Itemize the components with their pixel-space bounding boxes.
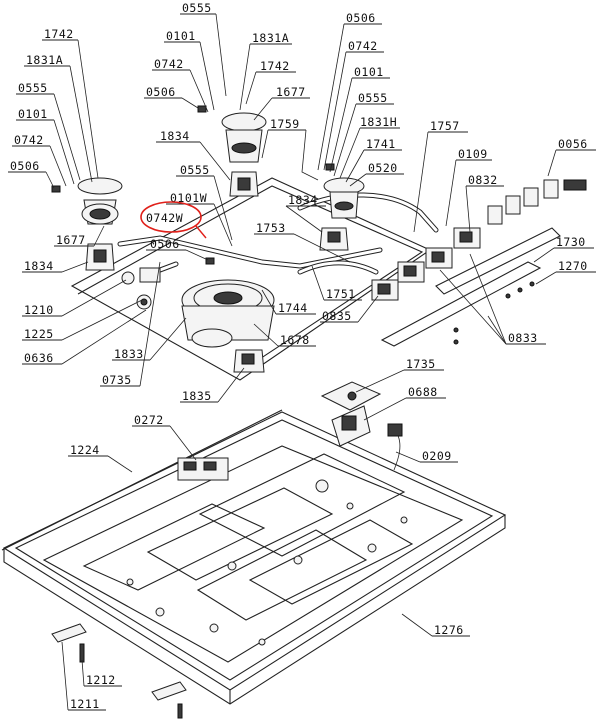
label-0506-left: 0506 [10,159,40,173]
label-0056: 0056 [558,137,588,151]
label-0555-top: 0555 [182,1,212,15]
label-0101-left: 0101 [18,107,48,121]
label-0742-top: 0742 [154,57,184,71]
highlight-circle-tail [195,225,207,239]
label-1735: 1735 [406,357,436,371]
part-labels: 0555 0101 1831A 0742 1742 0506 1677 1742… [10,1,588,711]
label-1742-top: 1742 [260,59,290,73]
power-terminal-block [320,381,403,471]
right-burner [319,177,365,251]
label-0506-mid: 0506 [150,237,180,251]
label-1270: 1270 [558,259,588,273]
label-1751: 1751 [326,287,356,301]
label-1831h: 1831H [360,115,397,129]
label-1744: 1744 [278,301,308,315]
leader-lines [8,13,596,711]
label-0742w: 0742W [146,211,183,225]
label-0272: 0272 [134,413,164,427]
label-0835: 0835 [322,309,352,323]
label-0636: 0636 [24,351,54,365]
ignition-switches [487,179,587,225]
left-burner [77,177,123,271]
label-0555-right: 0555 [358,91,388,105]
label-0832: 0832 [468,173,498,187]
hob-base-tray [1,409,507,705]
label-1759: 1759 [270,117,300,131]
screws [453,281,535,345]
central-burner [181,279,275,373]
label-1730: 1730 [556,235,586,249]
label-1831a-left: 1831A [26,53,63,67]
label-1677-left: 1677 [56,233,86,247]
label-1276: 1276 [434,623,464,637]
label-1224: 1224 [70,443,100,457]
tray-feet [51,623,187,719]
label-1753: 1753 [256,221,286,235]
label-1834-mid: 1834 [160,129,190,143]
label-1210: 1210 [24,303,54,317]
label-1211: 1211 [70,697,100,711]
label-0101-top: 0101 [166,29,196,43]
label-0555-mid: 0555 [180,163,210,177]
label-1678: 1678 [280,333,310,347]
label-1742-left: 1742 [44,27,74,41]
label-1677-top: 1677 [276,85,306,99]
label-0735: 0735 [102,373,132,387]
label-1834-center: 1834 [288,193,318,207]
small-fittings [51,105,335,310]
label-0209: 0209 [422,449,452,463]
label-0742-left: 0742 [14,133,44,147]
label-0506-top: 0506 [146,85,176,99]
top-burner [221,112,267,197]
label-0688: 0688 [408,385,438,399]
highlight-circle [140,201,202,233]
label-1834-left: 1834 [24,259,54,273]
label-1831a-top: 1831A [252,31,289,45]
label-0555-left: 0555 [18,81,48,95]
label-1835: 1835 [182,389,212,403]
label-1833: 1833 [114,347,144,361]
label-1757: 1757 [430,119,460,133]
label-0742-right: 0742 [348,39,378,53]
label-1741: 1741 [366,137,396,151]
label-0833: 0833 [508,331,538,345]
label-0506-right: 0506 [346,11,376,25]
label-0101-right: 0101 [354,65,384,79]
label-0109: 0109 [458,147,488,161]
label-0101w: 0101W [170,191,207,205]
label-0520: 0520 [368,161,398,175]
gas-valves [371,227,481,301]
label-1225: 1225 [24,327,54,341]
label-1212: 1212 [86,673,116,687]
